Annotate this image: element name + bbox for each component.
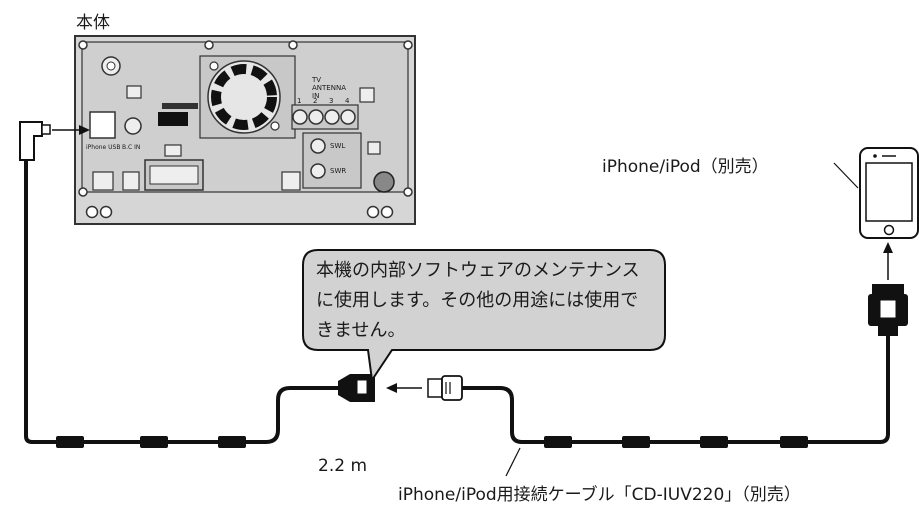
- tv-antenna-label: TV ANTENNA IN: [312, 76, 346, 100]
- antenna-port-number-1: 1: [297, 97, 302, 105]
- swl-port-label: SWL: [330, 142, 346, 150]
- antenna-port-number-3: 3: [329, 97, 334, 105]
- cable-length-label: 2.2 m: [318, 456, 367, 476]
- blc-in-port-label: B.C IN: [122, 144, 141, 151]
- iphone-leader-line: [833, 162, 859, 189]
- usb-male-connector: [427, 375, 463, 401]
- cable-ferrite-cores: [56, 436, 808, 448]
- usb-female-connector: [338, 374, 375, 402]
- l-shaped-usb-plug: [19, 121, 51, 161]
- arrow-insert-usb: [386, 383, 422, 393]
- iphone-icon: [859, 147, 919, 239]
- swr-port-label: SWR: [330, 167, 347, 175]
- cable: [24, 160, 890, 444]
- callout-text: 本機の内部ソフトウェアのメンテナンスに使用します。その他の用途には使用できません…: [316, 260, 640, 341]
- arrow-to-iphone: [883, 242, 893, 280]
- cable-name-leader-line: [505, 447, 521, 477]
- iphone-usb-port-label: iPhone USB: [86, 144, 121, 151]
- antenna-port-number-2: 2: [313, 97, 318, 105]
- iphone-label: iPhone/iPod（別売）: [602, 157, 769, 177]
- cable-name-label: iPhone/iPod用接続ケーブル「CD-IUV220」（別売）: [398, 485, 801, 505]
- callout-bubble: [302, 249, 666, 383]
- main-unit-label: 本体: [76, 13, 110, 33]
- antenna-port-number-4: 4: [345, 97, 350, 105]
- main-unit-panel: [74, 35, 416, 225]
- dock-connector: [868, 284, 908, 336]
- arrow-to-usb-port: [52, 125, 90, 135]
